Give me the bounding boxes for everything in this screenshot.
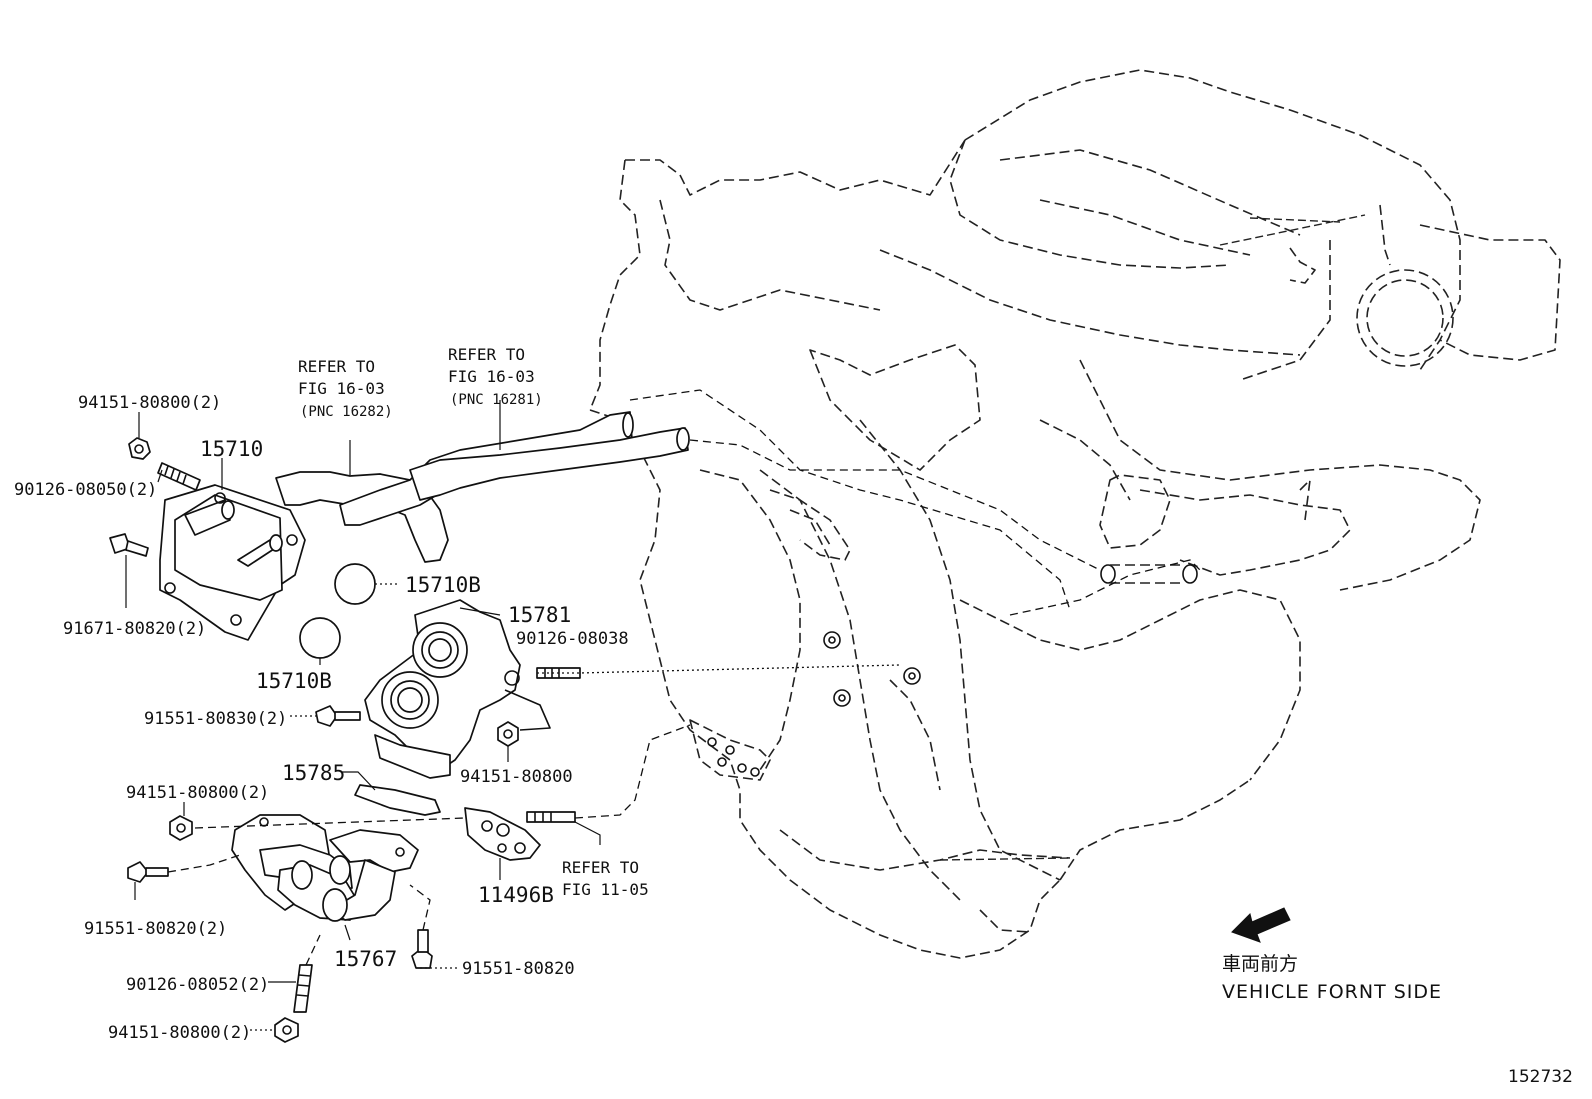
label-90126-08050: 90126-08050(2) [14, 480, 157, 500]
label-15710: 15710 [200, 437, 263, 461]
svg-text:REFER TO: REFER TO [562, 858, 639, 877]
oil-cooler-15710 [159, 484, 306, 641]
hose-pnc-16281 [339, 411, 690, 526]
svg-text:REFER TO: REFER TO [298, 357, 375, 376]
label-94151-top: 94151-80800(2) [78, 393, 221, 413]
figure-number: 152732 [1508, 1067, 1573, 1087]
vehicle-front-jp: 車両前方 [1222, 953, 1298, 975]
label-15767: 15767 [334, 947, 397, 971]
label-91671: 91671-80820(2) [63, 619, 206, 639]
svg-text:(PNC 16282): (PNC 16282) [300, 404, 393, 420]
label-90126-08038: 90126-08038 [516, 629, 629, 649]
svg-text:(PNC 16281): (PNC 16281) [450, 392, 543, 408]
o-ring-15710b-a [334, 563, 376, 605]
label-15785: 15785 [282, 761, 345, 785]
label-91551-80830: 91551-80830(2) [144, 709, 287, 729]
fasteners [109, 437, 581, 1043]
label-15710b-b: 15710B [256, 669, 332, 693]
vehicle-front-en: VEHICLE FORNT SIDE [1222, 981, 1442, 1003]
leader-lines [125, 400, 901, 1031]
svg-text:REFER TO: REFER TO [448, 345, 525, 364]
label-15781: 15781 [508, 603, 571, 627]
gasket-11496b [464, 807, 541, 861]
label-94151-low: 94151-80800(2) [126, 783, 269, 803]
svg-text:FIG 11-05: FIG 11-05 [562, 880, 649, 899]
svg-text:FIG 16-03: FIG 16-03 [448, 367, 535, 386]
o-ring-15710b-b [299, 617, 341, 659]
gasket-15785 [354, 784, 441, 816]
ref-note-pnc-16282: REFER TO FIG 16-03 (PNC 16282) [298, 357, 393, 420]
vehicle-front-arrow-icon [1231, 907, 1291, 943]
label-91551-80820-2: 91551-80820(2) [84, 919, 227, 939]
label-90126-08052: 90126-08052(2) [126, 975, 269, 995]
label-94151-mid: 94151-80800 [460, 767, 573, 787]
label-94151-bot: 94151-80800(2) [108, 1023, 251, 1043]
ref-note-pnc-16281: REFER TO FIG 16-03 (PNC 16281) [448, 345, 543, 408]
label-11496b: 11496B [478, 883, 554, 907]
engine-outline [569, 69, 1561, 959]
label-15710b-a: 15710B [405, 573, 481, 597]
oil-pipe-15767 [231, 814, 419, 922]
label-91551-80820: 91551-80820 [462, 959, 575, 979]
ref-note-fig-11-05: REFER TO FIG 11-05 [562, 858, 649, 899]
svg-text:FIG 16-03: FIG 16-03 [298, 379, 385, 398]
bracket-15781 [364, 599, 551, 779]
